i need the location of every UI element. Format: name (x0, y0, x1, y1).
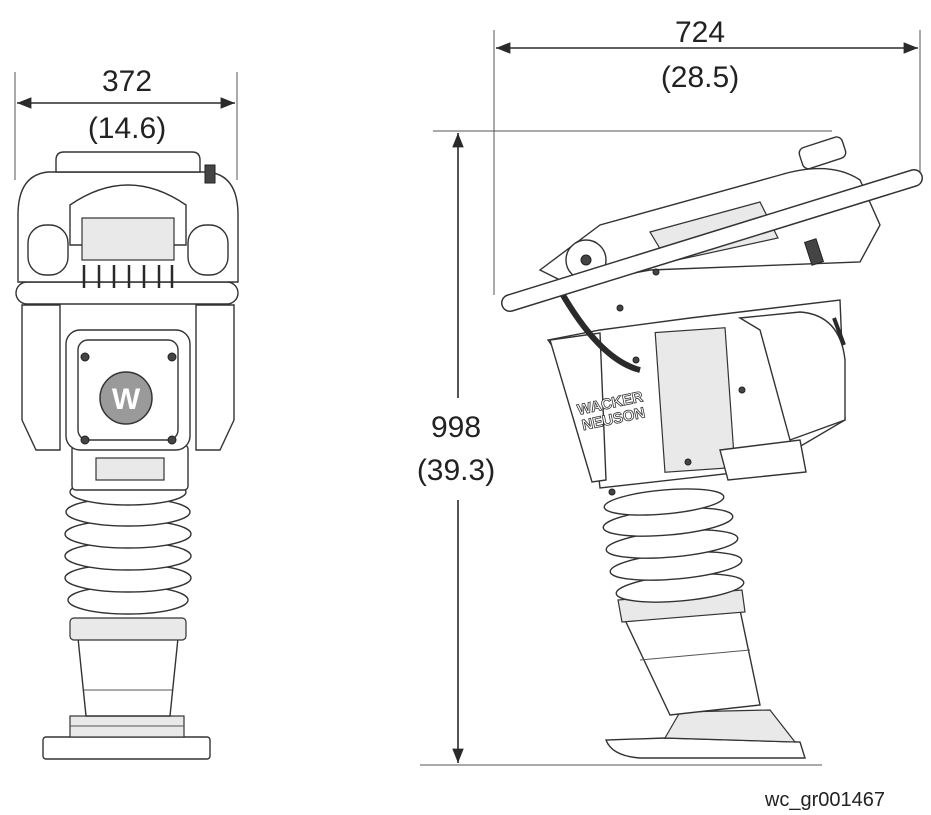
side-length-inch: (28.5) (661, 61, 739, 94)
handle-bar (15, 281, 239, 305)
side-view: WACKER NEUSON (420, 30, 923, 766)
logo-letter: W (112, 383, 141, 416)
side-length-mm: 724 (675, 16, 725, 49)
front-view: W (14, 72, 239, 760)
cooling-fins (82, 265, 174, 288)
front-width-inch: (14.6) (88, 112, 166, 145)
side-height-inch: (39.3) (417, 454, 495, 487)
front-width-mm: 372 (102, 65, 152, 98)
wacker-neuson-logo: W (99, 371, 153, 425)
side-height-mm: 998 (431, 411, 481, 444)
bellows (64, 478, 192, 615)
figure-reference: wc_gr001467 (764, 789, 885, 811)
side-bellows (602, 488, 745, 603)
